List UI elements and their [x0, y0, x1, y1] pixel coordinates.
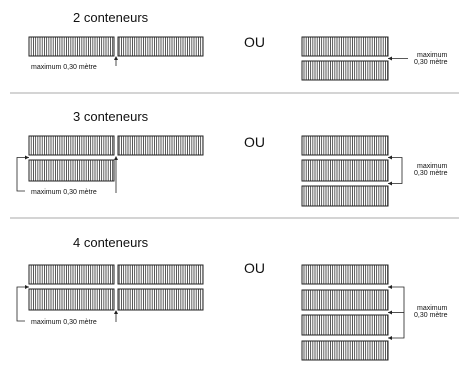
arrow-left-icon: [388, 310, 392, 315]
stacked-layout: maximum 0,30 mètre: [301, 264, 448, 361]
arrow-left-icon: [388, 181, 392, 186]
side-by-side-layout: maximum 0,30 mètre: [28, 36, 204, 71]
arrow-left-icon: [388, 155, 392, 160]
gap-indicator-line: [16, 286, 29, 322]
gap-note-line1: maximum: [417, 305, 448, 312]
container: [301, 159, 389, 182]
stacked-layout: maximum 0,30 mètre: [301, 135, 448, 207]
or-label: OU: [244, 134, 265, 150]
container: [28, 135, 115, 156]
grid-layout: maximum 0,30 mètre: [16, 264, 204, 326]
container: [28, 264, 115, 285]
container: [117, 36, 204, 57]
stacked-layout: maximum 0,30 mètre: [301, 36, 448, 81]
gap-indicator-line: [388, 157, 403, 184]
container: [301, 314, 389, 336]
section-3-containers: 3 conteneurs OU maximum 0,30 mètre maxim…: [16, 109, 448, 207]
container: [28, 36, 115, 57]
container: [301, 60, 389, 81]
container: [117, 135, 204, 156]
container: [301, 135, 389, 156]
container: [117, 264, 204, 285]
container: [301, 36, 389, 57]
container: [28, 159, 115, 182]
arrow-left-icon: [388, 56, 392, 61]
gap-note: maximum 0,30 mètre: [31, 64, 97, 71]
arrow-up-icon: [114, 310, 118, 314]
gap-note-line2: 0,30 mètre: [414, 59, 448, 66]
grid-layout: maximum 0,30 mètre: [16, 135, 204, 196]
container: [301, 289, 389, 311]
gap-note-line1: maximum: [417, 52, 448, 59]
section-4-containers: 4 conteneurs OU maximum 0,30 mètre maxim…: [16, 235, 448, 361]
gap-note: maximum 0,30 mètre: [31, 319, 97, 326]
arrow-up-icon: [114, 56, 118, 60]
or-label: OU: [244, 34, 265, 50]
arrow-left-icon: [388, 336, 392, 340]
section-title: 2 conteneurs: [73, 10, 149, 25]
container: [28, 288, 115, 311]
container: [301, 264, 389, 285]
container: [117, 288, 204, 311]
arrow-left-icon: [388, 285, 392, 289]
section-title: 4 conteneurs: [73, 235, 149, 250]
arrow-right-icon: [25, 155, 29, 160]
arrow-up-icon: [114, 156, 118, 160]
gap-note: maximum 0,30 mètre: [31, 189, 97, 196]
arrow-right-icon: [25, 285, 29, 289]
gap-note-line1: maximum: [417, 163, 448, 170]
gap-indicator-line: [16, 157, 29, 192]
container: [301, 185, 389, 207]
gap-note-line2: 0,30 mètre: [414, 170, 448, 177]
gap-note-line2: 0,30 mètre: [414, 312, 448, 319]
section-title: 3 conteneurs: [73, 109, 149, 124]
or-label: OU: [244, 260, 265, 276]
container: [301, 340, 389, 361]
section-2-containers: 2 conteneurs OU maximum 0,30 mètre maxim…: [28, 10, 448, 81]
